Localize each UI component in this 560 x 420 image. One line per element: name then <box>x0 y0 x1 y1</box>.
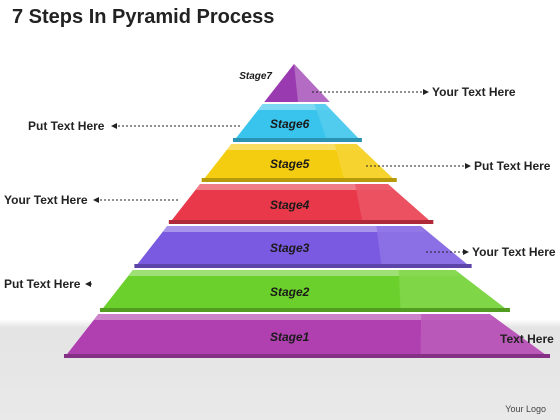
layer-shadow <box>99 308 510 312</box>
layer-facet <box>334 144 397 182</box>
layer-bevel <box>195 184 393 190</box>
layer-bevel <box>128 270 460 276</box>
stage-label-1: Stage1 <box>270 330 310 344</box>
callout-text: Your Text Here <box>432 85 516 99</box>
callout-text: Your Text Here <box>4 193 88 207</box>
callout-6: Put Text Here <box>4 277 92 291</box>
callout-text: Put Text Here <box>474 159 551 173</box>
layer-bevel <box>258 104 330 110</box>
logo-text: Your Logo <box>505 404 546 414</box>
pyramid-layer-7 <box>264 64 330 102</box>
layer-facet <box>355 184 434 224</box>
stage-label-6: Stage6 <box>270 117 310 131</box>
layer-shadow <box>232 138 362 142</box>
callout-1: Your Text Here <box>312 85 516 99</box>
callout-5: Your Text Here <box>426 245 556 259</box>
pyramid-layer-6: Stage6 <box>232 104 362 142</box>
callout-2: Put Text Here <box>28 119 240 133</box>
layer-bevel <box>93 314 495 320</box>
layer-highlight <box>294 64 330 102</box>
callout-text: Put Text Here <box>28 119 105 133</box>
pyramid-layer-4: Stage4 <box>168 184 434 224</box>
layer-shadow <box>168 220 434 224</box>
callout-3: Put Text Here <box>366 159 551 173</box>
layer-facet <box>420 314 550 358</box>
stage-label-2: Stage2 <box>270 285 310 299</box>
pyramid-layer-5: Stage5 <box>201 144 397 182</box>
stage-label-5: Stage5 <box>270 157 310 171</box>
callout-7: Text Here <box>500 332 554 346</box>
layer-shadow <box>201 178 397 182</box>
callout-text: Put Text Here <box>4 277 81 291</box>
stage-label-7: Stage7 <box>239 71 272 82</box>
stage-label-3: Stage3 <box>270 241 310 255</box>
pyramid-layer-3: Stage3 <box>134 226 472 268</box>
stage-label-4: Stage4 <box>270 198 310 212</box>
callout-text: Your Text Here <box>472 245 556 259</box>
layer-facet <box>376 226 472 268</box>
layer-shadow <box>64 354 550 358</box>
layer-shadow <box>134 264 472 268</box>
pyramid-layer-2: Stage2 <box>99 270 510 312</box>
callout-text: Text Here <box>500 332 554 346</box>
callout-4: Your Text Here <box>4 193 178 207</box>
layer-bevel <box>162 226 426 232</box>
page-title: 7 Steps In Pyramid Process <box>12 6 275 28</box>
layer-facet <box>314 104 362 142</box>
pyramid-layer-1: Stage1 <box>64 314 550 358</box>
layer-facet <box>398 270 510 312</box>
layer-bevel <box>226 144 362 150</box>
